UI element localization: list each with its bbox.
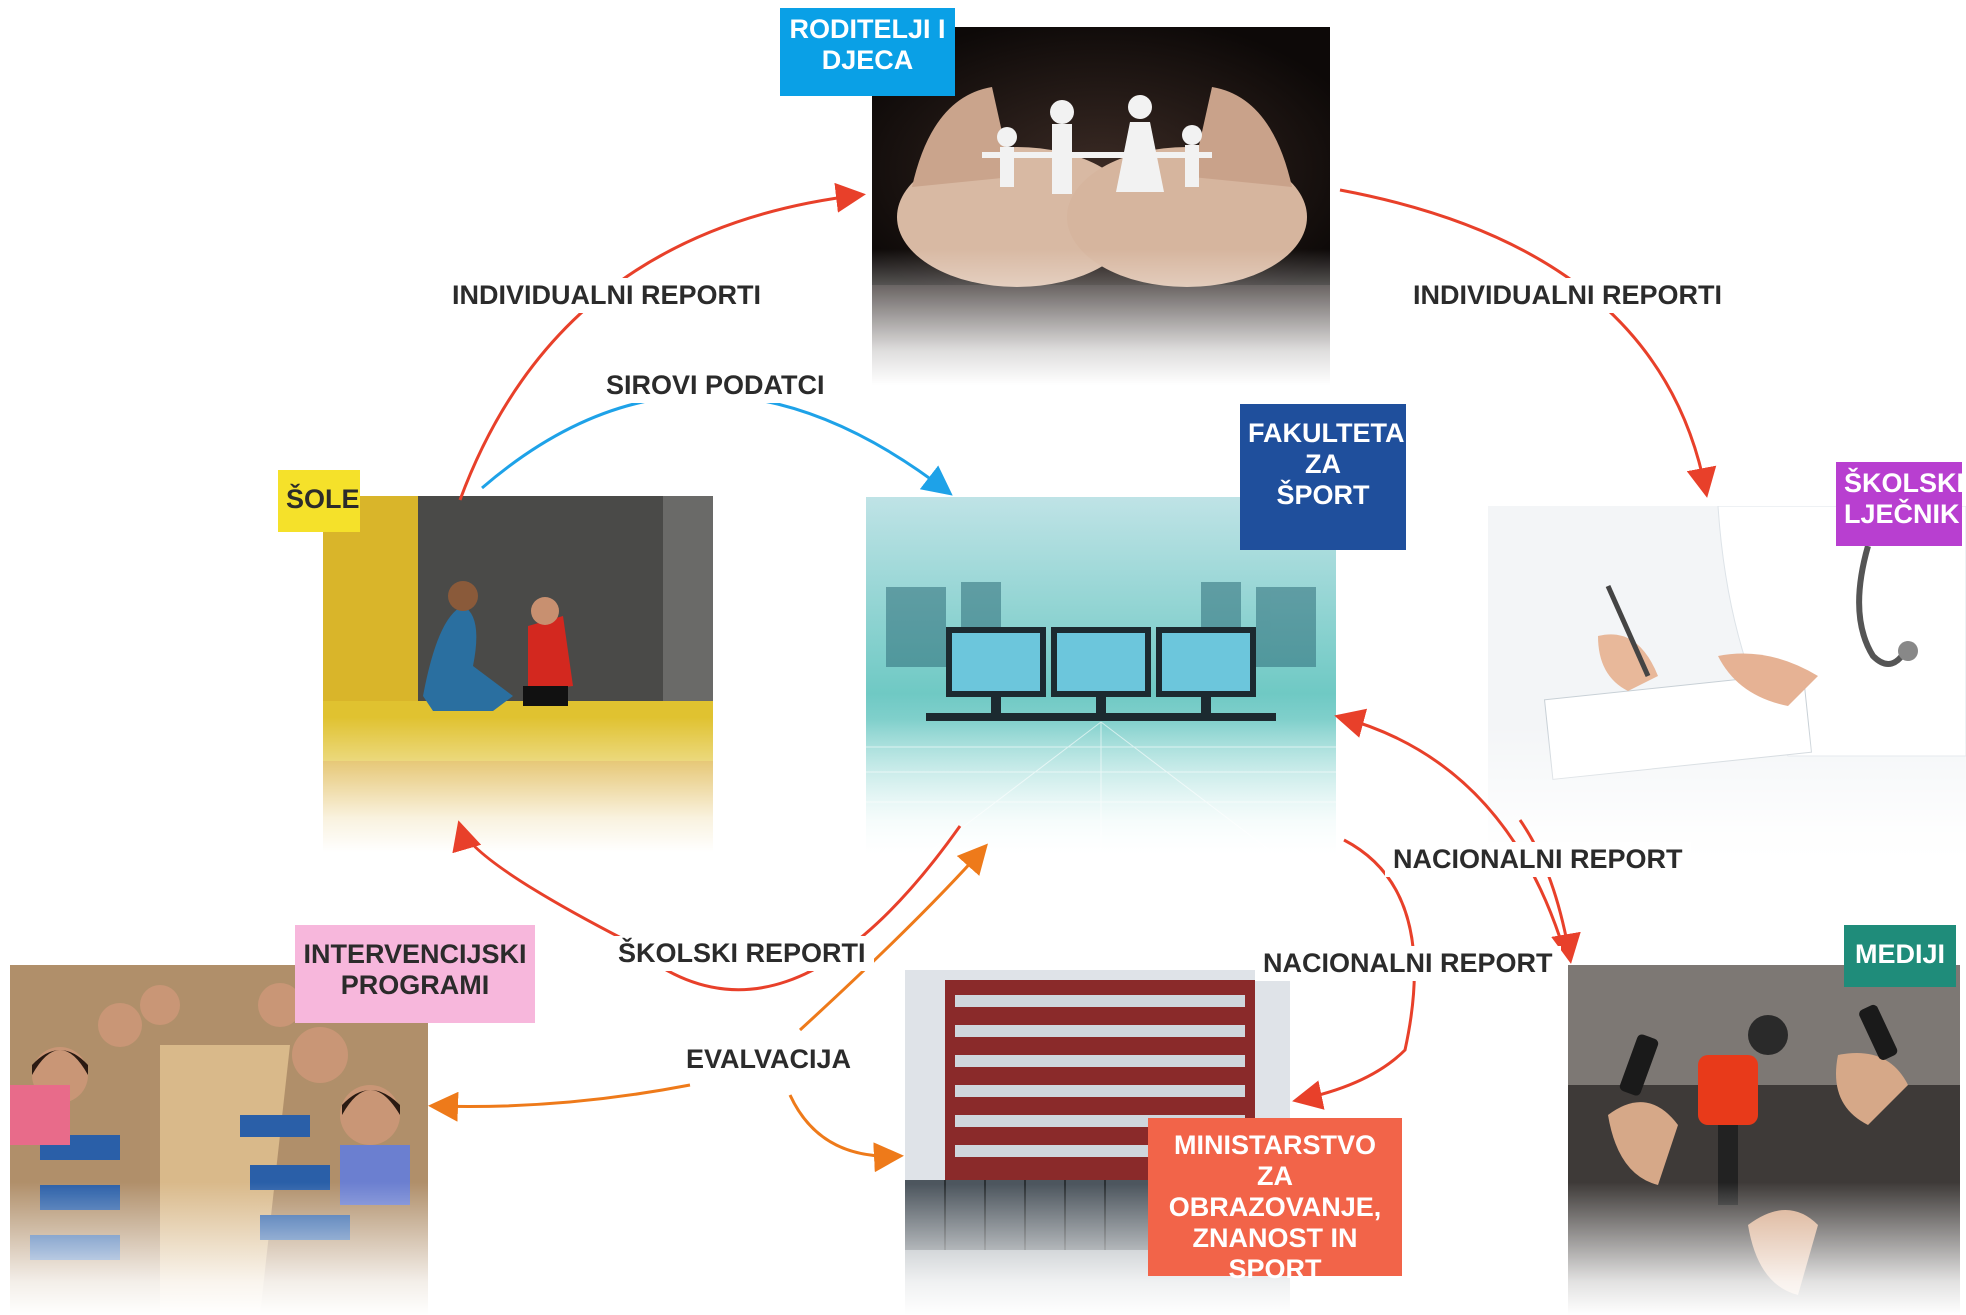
- tag-school-doctor: ŠKOLSKI LJEČNIK: [1836, 462, 1964, 546]
- faculty-servers-image: [866, 497, 1336, 855]
- parents-children-image: [872, 27, 1330, 385]
- media-microphones-image: [1568, 965, 1960, 1315]
- arrow-doctor-to-faculty: [1334, 708, 1562, 939]
- tag-media: MEDIJI: [1844, 925, 1956, 987]
- label-school-reports: ŠKOLSKI REPORTI: [610, 936, 874, 971]
- arrow-evaluation-to-faculty: [798, 843, 988, 1032]
- school-doctor-image: [1488, 506, 1966, 860]
- label-individual-reports-left: INDIVIDUALNI REPORTI: [444, 278, 770, 313]
- tag-parents-children: RODITELJI I DJECA: [780, 8, 955, 96]
- tag-intervention-programs: INTERVENCIJSKI PROGRAMI: [295, 925, 535, 1023]
- label-national-report-2: NACIONALNI REPORT: [1255, 946, 1561, 981]
- intervention-programs-image: [10, 965, 428, 1315]
- arrow-evaluation-to-ministry: [788, 1094, 904, 1173]
- tag-faculty-sport: FAKULTETA ZA ŠPORT: [1240, 404, 1406, 550]
- tag-ministry: MINISTARSTVO ZA OBRAZOVANJE, ZNANOST IN …: [1148, 1118, 1402, 1284]
- schools-gym-image: [323, 496, 713, 852]
- arrow-faculty-to-media: [1518, 819, 1581, 964]
- label-evaluation: EVALVACIJA: [678, 1042, 860, 1077]
- label-individual-reports-right: INDIVIDUALNI REPORTI: [1405, 278, 1731, 313]
- label-raw-data: SIROVI PODATCI: [598, 368, 833, 403]
- label-national-report-1: NACIONALNI REPORT: [1385, 842, 1691, 877]
- tag-schools: ŠOLE: [278, 470, 360, 532]
- arrow-schools-to-faculty: [481, 393, 953, 496]
- arrow-evaluation-to-intervention: [428, 1083, 691, 1122]
- arrow-schools-to-parents: [458, 182, 866, 501]
